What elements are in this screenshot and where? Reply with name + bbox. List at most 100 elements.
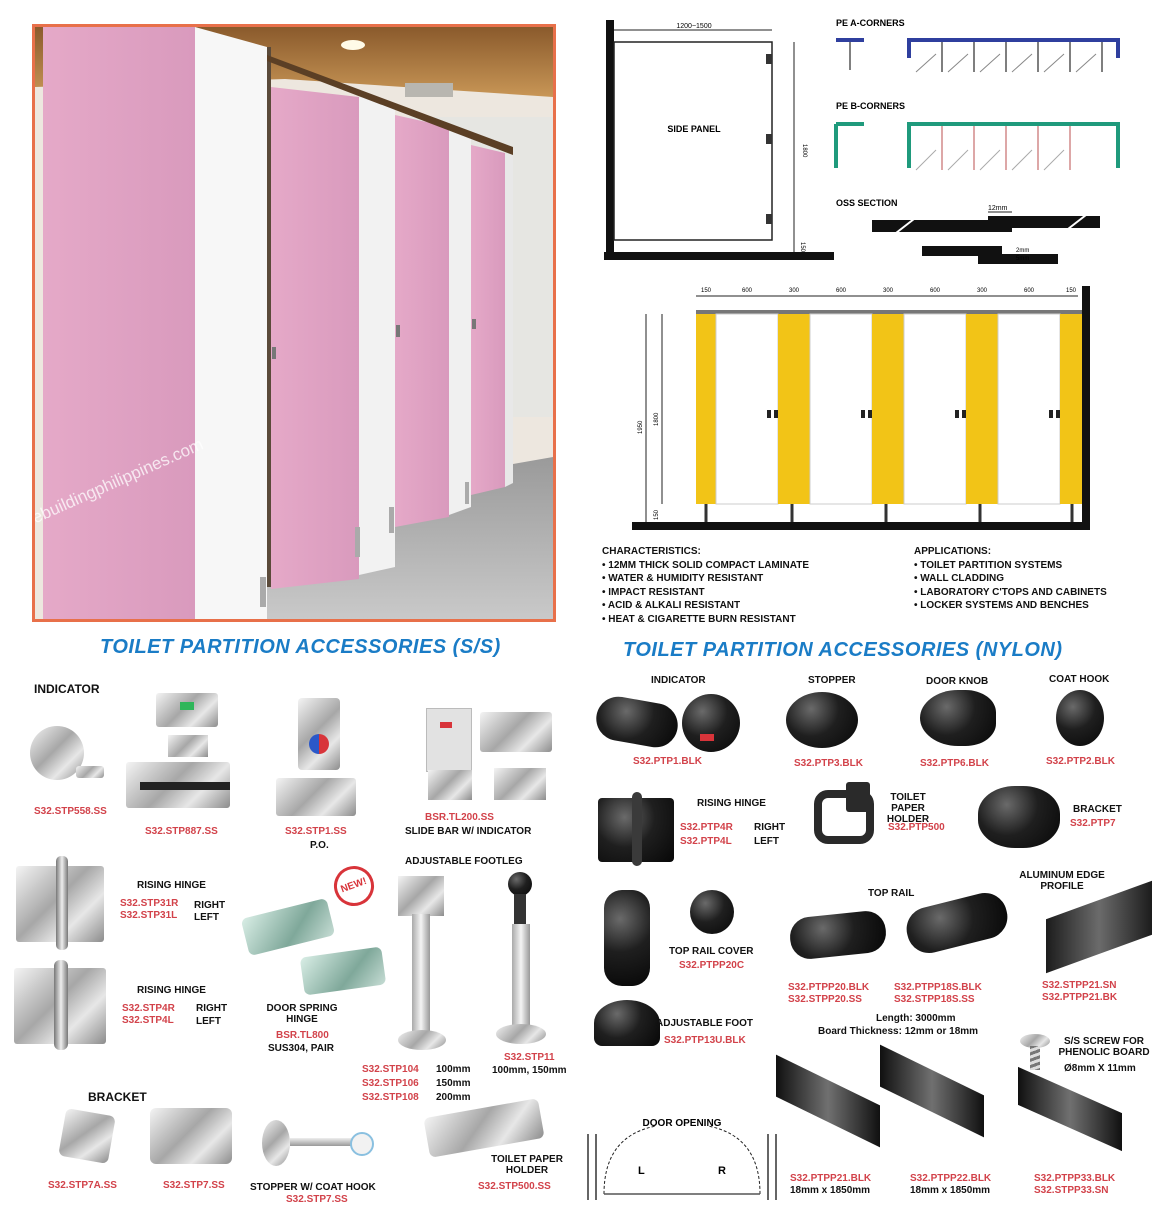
nylon-rising-hinge-left: LEFT: [754, 836, 779, 847]
photo-illustration: homebuildingphilippines.com: [35, 27, 553, 619]
channel-22-code: S32.PTPP22.BLK: [910, 1173, 992, 1184]
characteristic-item: • IMPACT RESISTANT: [602, 586, 705, 598]
channel-22-image: [880, 1044, 984, 1138]
rising-hinge-4l-code: S32.STP4L: [122, 1015, 174, 1026]
top-rail-18s-ss-code: S32.STPP18S.SS: [894, 994, 975, 1005]
footleg-106-size: 150mm: [436, 1078, 471, 1089]
stopper-coat-hook-arm: [290, 1138, 354, 1146]
svg-text:150: 150: [1066, 288, 1077, 294]
nylon-stopper-code: S32.PTP3.BLK: [794, 758, 863, 769]
stp887-code: S32.STP887.SS: [145, 826, 218, 837]
svg-text:1200~1500: 1200~1500: [676, 23, 711, 30]
door-spring-hinge-note: SUS304, PAIR: [268, 1043, 334, 1054]
top-rail-18s-image: [901, 888, 1013, 958]
channel-21-size: 18mm x 1850mm: [790, 1185, 871, 1196]
nylon-coat-hook-image: [1056, 690, 1104, 746]
channel-21-image: [776, 1054, 880, 1148]
nylon-rising-hinge-knuckle: [632, 792, 642, 866]
pe-b-corners-drawing: PE B-CORNERS: [834, 101, 1120, 171]
toilet-partition-photo: homebuildingphilippines.com: [32, 24, 556, 622]
characteristics-title: CHARACTERISTICS:: [602, 546, 701, 557]
stp1-latch-image: [276, 778, 356, 816]
svg-text:600: 600: [836, 288, 847, 294]
bracket-7a-code: S32.STP7A.SS: [48, 1180, 117, 1191]
svg-text:SIDE PANEL: SIDE PANEL: [667, 124, 721, 134]
nylon-toilet-paper-holder-label: TOILET PAPER HOLDER: [886, 792, 930, 825]
rising-hinge-31r-code: S32.STP31R: [120, 898, 179, 909]
application-item: • WALL CLADDING: [914, 573, 1004, 584]
characteristic-item: • 12mm THICK SOLID COMPACT LAMINATE: [602, 559, 810, 571]
svg-text:OSS SECTION: OSS SECTION: [836, 198, 898, 208]
slide-bar-strike-image: [494, 768, 546, 800]
channel-33-image: [1018, 1066, 1122, 1152]
svg-text:300: 300: [977, 288, 988, 294]
nylon-toilet-paper-holder-mount: [846, 782, 870, 812]
nylon-door-knob-image: [920, 690, 996, 746]
applications-list: APPLICATIONS: • TOILET PARTITION SYSTEMS…: [914, 545, 1107, 613]
characteristic-item: • ACID & ALKALI RESISTANT: [602, 600, 741, 611]
nylon-door-knob-label: DOOR KNOB: [926, 676, 989, 687]
svg-text:1800: 1800: [654, 412, 660, 426]
stopper-coat-hook-label: STOPPER W/ COAT HOOK: [250, 1182, 376, 1193]
svg-text:1800: 1800: [801, 144, 807, 158]
oss-section-drawing: OSS SECTION 12mm 2mm 5mm: [836, 198, 1100, 264]
characteristic-item: • HEAT & CIGARETTE BURN RESISTANT: [602, 613, 796, 625]
stp11-tube-image: [512, 924, 530, 1030]
adjustable-foot-body-image: [604, 890, 650, 986]
aluminum-edge-profile-label: ALUMINUM EDGE PROFILE: [1019, 870, 1105, 892]
ss-toilet-paper-holder-image: [423, 1098, 545, 1158]
adjustable-foot-base-image: [594, 1000, 660, 1046]
nylon-indicator-plate-image: [682, 694, 740, 752]
top-rail-20-image: [788, 909, 888, 961]
nylon-bracket-code: S32.PTP7: [1070, 818, 1116, 829]
svg-text:600: 600: [930, 288, 941, 294]
svg-text:PE B-CORNERS: PE B-CORNERS: [836, 101, 905, 111]
applications-title: APPLICATIONS:: [914, 546, 992, 557]
stp11-sizes: 100mm, 150mm: [492, 1065, 567, 1076]
svg-text:600: 600: [1024, 288, 1035, 294]
nylon-indicator-lever-image: [592, 693, 682, 751]
adjustable-foot-code: S32.PTP13U.BLK: [664, 1035, 746, 1046]
nylon-accessories-title: TOILET PARTITION ACCESSORIES (NYLON): [623, 639, 1063, 661]
ss-screw-label: S/S SCREW FOR PHENOLIC BOARD: [1058, 1036, 1150, 1058]
slide-bar-label: SLIDE BAR W/ INDICATOR: [405, 826, 532, 837]
footleg-104-size: 100mm: [436, 1064, 471, 1075]
rail-length-note: Length: 3000mm: [876, 1013, 956, 1024]
stp887-bracket-image: [168, 735, 208, 757]
rising-hinge-4-right: RIGHT: [196, 1003, 228, 1014]
footleg-base-image: [398, 1030, 446, 1050]
channel-22-size: 18mm x 1850mm: [910, 1185, 991, 1196]
svg-text:DOOR OPENING: DOOR OPENING: [643, 1118, 722, 1129]
door-spring-hinge-image: [240, 897, 336, 957]
svg-text:L: L: [638, 1165, 645, 1177]
nylon-bracket-label: BRACKET: [1073, 804, 1122, 815]
stall-elevation-drawing: 150 600 300 600 300 600 300 600 150 1950…: [632, 286, 1090, 530]
channel-33-blk-code: S32.PTPP33.BLK: [1034, 1173, 1116, 1184]
footleg-bracket-image: [398, 876, 444, 916]
door-spring-hinge-image-2: [299, 946, 387, 996]
top-rail-20-ss-code: S32.STPP20.SS: [788, 994, 862, 1005]
svg-text:150: 150: [799, 242, 805, 253]
slide-bar-keeper-image: [428, 770, 472, 800]
channel-21-code: S32.PTPP21.BLK: [790, 1173, 872, 1184]
top-rail-cover-image: [690, 890, 734, 934]
application-item: • LOCKER SYSTEMS AND BENCHES: [914, 600, 1089, 611]
nylon-stopper-image: [786, 692, 858, 748]
svg-text:12mm: 12mm: [988, 205, 1008, 212]
nylon-door-knob-code: S32.PTP6.BLK: [920, 758, 989, 769]
aluminum-edge-bk-code: S32.PTPP21.BK: [1042, 992, 1118, 1003]
rising-hinge-4-label: RISING HINGE: [137, 985, 206, 996]
svg-text:300: 300: [883, 288, 894, 294]
rising-hinge-31-knuckle: [56, 856, 68, 950]
adjustable-foot-label: ADJUSTABLE FOOT: [656, 1018, 754, 1029]
nylon-indicator-label: INDICATOR: [651, 675, 706, 686]
pe-a-corners-drawing: PE A-CORNERS: [836, 18, 1120, 73]
slide-bar-plate-image: [426, 708, 472, 772]
svg-text:300: 300: [789, 288, 800, 294]
nylon-coat-hook-label: COAT HOOK: [1049, 674, 1110, 685]
ss-bracket-label: BRACKET: [88, 1090, 147, 1104]
rising-hinge-4-left: LEFT: [196, 1016, 221, 1027]
stp887-bolt-image: [140, 782, 230, 790]
ss-accessories-title: TOILET PARTITION ACCESSORIES (S/S): [100, 636, 501, 658]
aluminum-edge-profile-image: [1046, 880, 1152, 974]
